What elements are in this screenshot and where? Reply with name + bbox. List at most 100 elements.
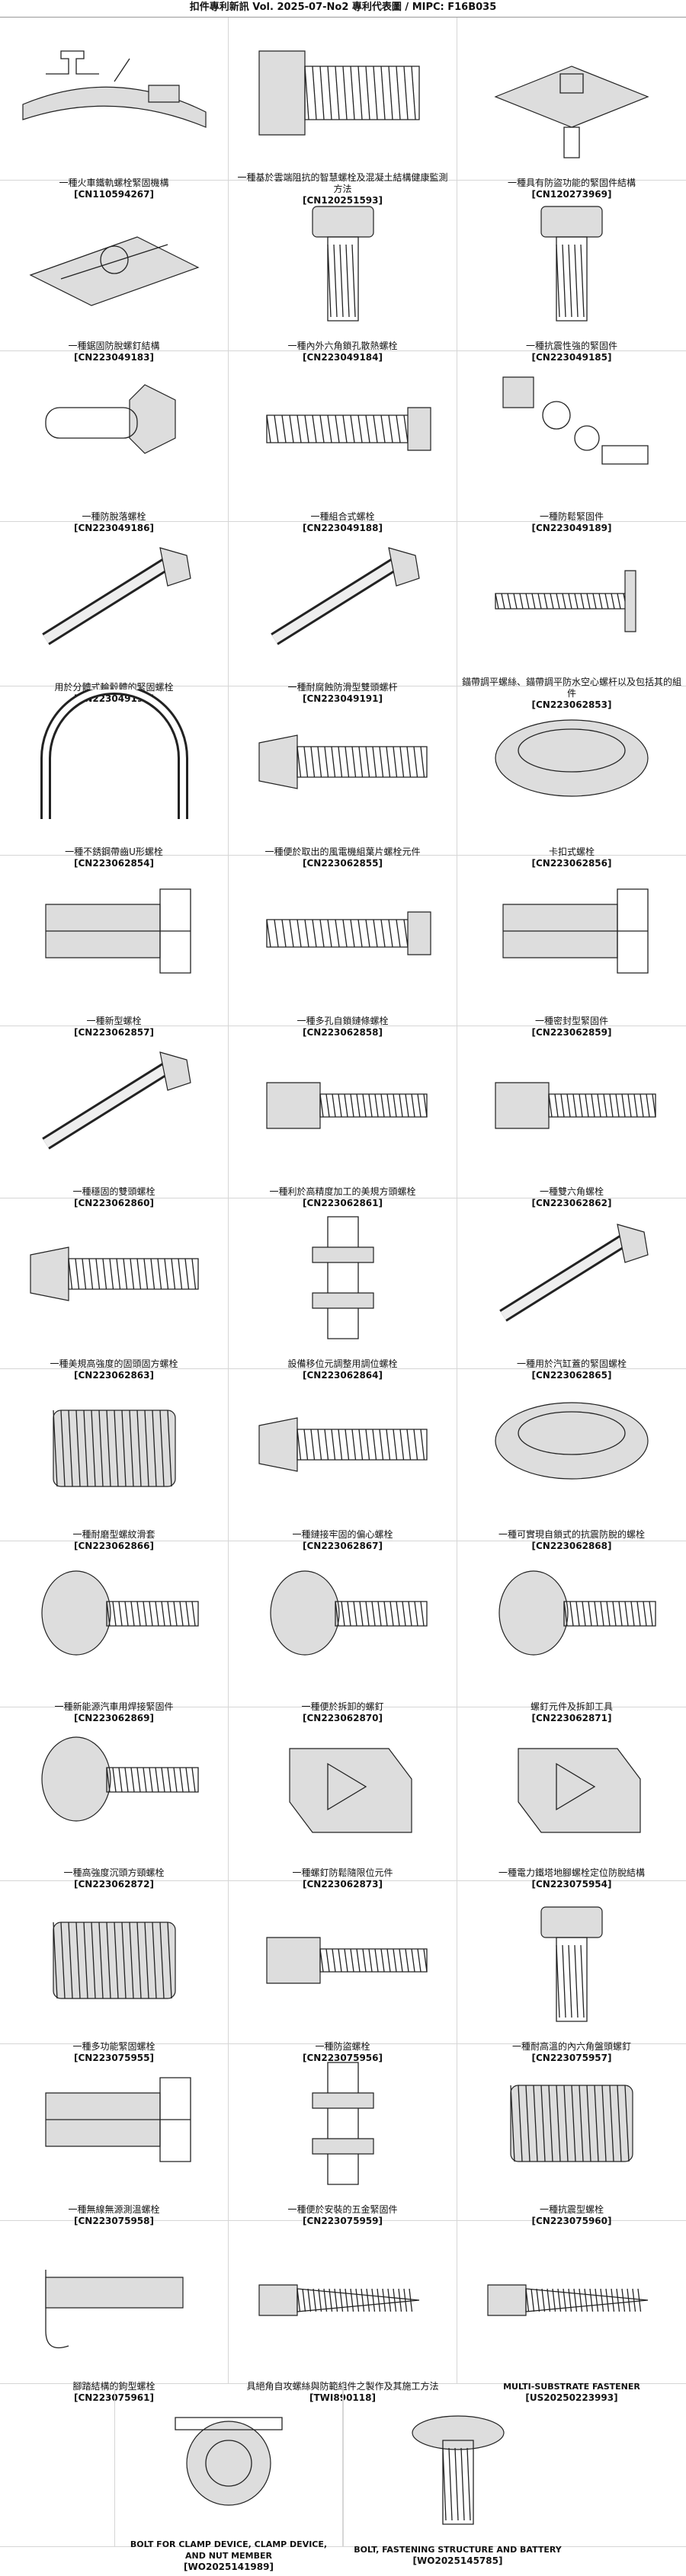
patent-row: 一種穩固的雙頭螺栓[CN223062860]一種利於高精度加工的美規方頭螺栓[C… [0,1026,686,1198]
patent-card[interactable]: 一種電力鐵塔地腳螺栓定位防脫結構[CN223075954] [457,1707,686,1880]
patent-title: 一種鋸固防脫螺釘結構 [5,341,223,352]
patent-drawing [0,1881,228,2040]
patent-row: 一種無線無源測溫螺栓[CN223075958]一種便於安裝的五金緊固件[CN22… [0,2044,686,2221]
patent-card[interactable]: BOLT FOR CLAMP DEVICE, CLAMP DEVICE, AND… [114,2384,343,2546]
page-header: 扣件專利新訊 Vol. 2025-07-No2 專利代表圖 / MIPC: F1… [0,0,686,18]
patent-drawing [229,1369,457,1528]
patent-drawing [0,181,228,339]
patent-card[interactable]: MULTI-SUBSTRATE FASTENER[US20250223993] [457,2221,686,2383]
patent-card[interactable]: 卡扣式螺栓[CN223062856] [457,686,686,855]
patent-drawing [0,522,228,680]
patent-drawing [229,1707,457,1866]
patent-card[interactable]: 一種多功能緊固螺栓[CN223075955] [0,1881,229,2043]
patent-card[interactable]: 一種便於安裝的五金緊固件[CN223075959] [229,2044,457,2220]
anchor-bolt-icon [473,1710,671,1863]
patent-card[interactable]: 一種雙六角螺栓[CN223062862] [457,1026,686,1198]
patent-drawing [229,1881,457,2040]
pan-head-screw-icon [473,1884,671,2037]
rail-fastener-icon [15,21,213,173]
patent-drawing [229,686,457,845]
patent-caption: BOLT, FASTENING STRUCTURE AND BATTERY[WO… [344,2542,572,2570]
sealed-fastener-icon [473,859,671,1011]
patent-card[interactable]: 一種密封型緊固件[CN223062859] [457,856,686,1026]
patent-drawing [0,1026,228,1185]
patent-card[interactable]: 一種耐高溫的內六角盤頭螺釘[CN223075957] [457,1881,686,2043]
patent-drawing [229,351,457,510]
patent-card[interactable]: 腳踏結構的鉤型螺栓[CN223075961] [0,2221,229,2383]
patent-card[interactable]: 一種具有防盜功能的緊固件結構[CN120273969] [457,18,686,180]
patent-drawing [0,1707,228,1866]
patent-drawing [0,1541,228,1700]
patent-card[interactable]: 一種抗震性強的緊固件[CN223049185] [457,181,686,350]
multi-bolt-icon [15,1884,213,2037]
patent-card[interactable]: 一種新型螺栓[CN223062857] [0,856,229,1026]
patent-row: 一種多功能緊固螺栓[CN223075955]一種防盜螺栓[CN223075956… [0,1881,686,2044]
patent-card[interactable]: 一種多孔自鎖鏈條螺栓[CN223062858] [229,856,457,1026]
patent-title: BOLT, FASTENING STRUCTURE AND BATTERY [348,2544,567,2555]
patent-card[interactable]: 一種可實現自鎖式的抗震防脫的螺栓[CN223062868] [457,1369,686,1541]
patent-drawing [0,351,228,510]
patent-card[interactable]: 設備移位元調整用調位螺栓[CN223062864] [229,1198,457,1368]
patent-card[interactable]: 一種高強度沉頭方頸螺栓[CN223062872] [0,1707,229,1880]
patent-drawing [457,2044,686,2203]
patent-card[interactable]: 一種防脫落螺栓[CN223049186] [0,351,229,521]
patent-title: 一種內外六角鎖孔散熱螺栓 [233,341,452,352]
patent-card[interactable]: 一種穩固的雙頭螺栓[CN223062860] [0,1026,229,1198]
double-hex-bolt-icon [473,1029,671,1182]
patent-drawing [229,2221,457,2379]
patent-title: 一種電力鐵塔地腳螺栓定位防脫結構 [462,1867,681,1879]
patent-title: 一種可實現自鎖式的抗震防脫的螺栓 [462,1529,681,1541]
patent-card[interactable]: 一種組合式螺栓[CN223049188] [229,351,457,521]
exploded-fastener-icon [473,354,671,507]
patent-title: 一種高強度沉頭方頸螺栓 [5,1867,223,1879]
patent-row: 腳踏結構的鉤型螺栓[CN223075961]具絕角自攻螺絲與防範組件之製作及其施… [0,2221,686,2384]
patent-drawing [0,2044,228,2203]
patent-card[interactable]: 一種防盜螺栓[CN223075956] [229,1881,457,2043]
patent-card[interactable]: 一種便於取出的風電機組葉片螺栓元件[CN223062855] [229,686,457,855]
patent-card[interactable]: 一種美規高強度的固頭固方螺栓[CN223062863] [0,1198,229,1368]
patent-drawing [457,856,686,1014]
patent-drawing [457,351,686,510]
patent-card[interactable]: 一種新能源汽車用焊接緊固件[CN223062869] [0,1541,229,1707]
patent-card[interactable]: 一種防鬆緊固件[CN223049189] [457,351,686,521]
patent-row: 一種不銹鋼帶齒U形螺栓[CN223062854]一種便於取出的風電機組葉片螺栓元… [0,686,686,856]
blade-bolt-icon [244,690,442,842]
patent-row: 一種新型螺栓[CN223062857]一種多孔自鎖鏈條螺栓[CN22306285… [0,856,686,1026]
patent-card[interactable]: 一種用於汽缸蓋的緊固螺栓[CN223062865] [457,1198,686,1368]
patent-title: 設備移位元調整用調位螺栓 [233,1358,452,1370]
patent-card[interactable]: 一種利於高精度加工的美規方頭螺栓[CN223062861] [229,1026,457,1198]
patent-card[interactable]: 一種內外六角鎖孔散熱螺栓[CN223049184] [229,181,457,350]
patent-title: 一種耐磨型螺紋滑套 [5,1529,223,1541]
eccentric-bolt-icon [244,1372,442,1525]
patent-card[interactable]: 一種鏈接牢固的偏心螺栓[CN223062867] [229,1369,457,1541]
patent-card[interactable]: 一種抗震型螺栓[CN223075960] [457,2044,686,2220]
patent-card[interactable]: 錨帶調平螺絲、錨帶調平防水空心螺杆以及包括其的組件[CN223062853] [457,522,686,686]
patent-card[interactable]: 一種螺釘防鬆隨限位元件[CN223062873] [229,1707,457,1880]
patent-title: 一種密封型緊固件 [462,1016,681,1027]
patent-drawing [229,522,457,680]
patent-title: 一種抗震型螺栓 [462,2204,681,2216]
patent-card[interactable]: 一種不銹鋼帶齒U形螺栓[CN223062854] [0,686,229,855]
patent-card[interactable]: 螺釘元件及拆卸工具[CN223062871] [457,1541,686,1707]
porous-bolt-icon [244,859,442,1011]
multi-substrate-icon [473,2224,671,2376]
patent-drawing [457,1881,686,2040]
patent-row: 一種火車鐵軌螺栓緊固機構[CN110594267]一種基於雲端阻抗的智慧螺栓及混… [0,18,686,181]
patent-drawing [344,2384,572,2542]
hardware-fastener-icon [244,2047,442,2200]
patent-card[interactable]: 一種基於雲端阻抗的智慧螺栓及混凝土結構健康監測方法[CN120251593] [229,18,457,180]
patent-card[interactable]: 一種鋸固防脫螺釘結構[CN223049183] [0,181,229,350]
patent-card[interactable]: 具絕角自攻螺絲與防範組件之製作及其施工方法[TWI890118] [229,2221,457,2383]
patent-title: 一種抗震性強的緊固件 [462,341,681,352]
patent-card[interactable]: 一種便於拆卸的螺釘[CN223062870] [229,1541,457,1707]
patent-card[interactable]: 一種火車鐵軌螺栓緊固機構[CN110594267] [0,18,229,180]
patent-drawing [115,2384,342,2542]
patent-card[interactable]: 一種耐腐蝕防滑型雙頭螺杆[CN223049191] [229,522,457,686]
patent-card[interactable]: 用於分體式輪轂體的緊固螺栓[CN223049190] [0,522,229,686]
clamp-bolt-icon [130,2387,328,2539]
patent-card[interactable]: BOLT, FASTENING STRUCTURE AND BATTERY[WO… [343,2384,572,2546]
patent-drawing [457,1541,686,1700]
limit-element-icon [244,1710,442,1863]
patent-card[interactable]: 一種耐磨型螺紋滑套[CN223062866] [0,1369,229,1541]
patent-card[interactable]: 一種無線無源測溫螺栓[CN223075958] [0,2044,229,2220]
